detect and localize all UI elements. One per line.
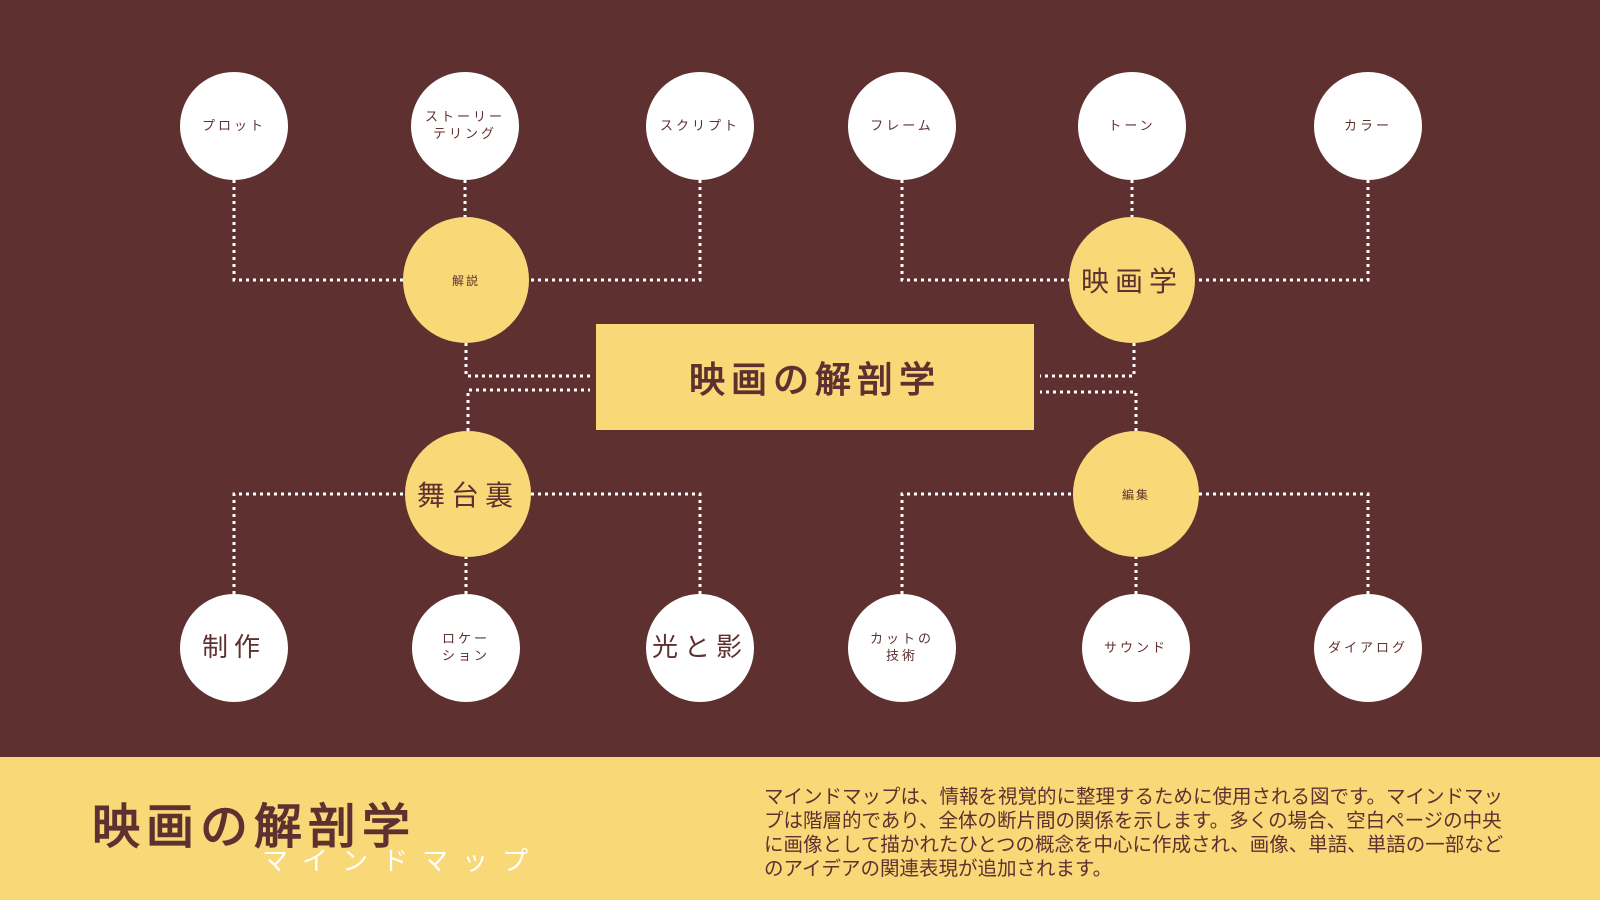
leaf-node-kaisetsu-2: ストーリー テリング <box>411 72 519 180</box>
connector-butaiura-3 <box>531 492 702 594</box>
connector-kaisetsu-1 <box>232 180 403 282</box>
leaf-node-henshu-1: カットの 技術 <box>848 594 956 702</box>
connector-center-henshu <box>1040 390 1138 431</box>
footer-subtitle: マインドマップ <box>262 847 543 877</box>
central-topic: 映画の解剖学 <box>596 324 1034 430</box>
connector-lines <box>232 180 1370 594</box>
branch-node-kaisetsu: 解説 <box>403 217 529 343</box>
leaf-node-henshu-2: サウンド <box>1082 594 1190 702</box>
leaf-node-kaisetsu-1: プロット <box>180 72 288 180</box>
connector-henshu-3 <box>1199 492 1370 594</box>
leaf-node-eigagaku-3: カラー <box>1314 72 1422 180</box>
leaf-node-butaiura-2: ロケー ション <box>412 594 520 702</box>
branch-node-henshu: 編集 <box>1073 431 1199 557</box>
connector-center-eigagaku <box>1040 343 1136 378</box>
footer-description: マインドマップは、情報を視覚的に整理するために使用される図です。マインドマップは… <box>764 785 1504 880</box>
branch-node-eigagaku: 映画学 <box>1069 217 1195 343</box>
leaf-node-henshu-3: ダイアログ <box>1314 594 1422 702</box>
connector-henshu-1 <box>900 492 1073 594</box>
connector-eigagaku-1 <box>900 180 1069 282</box>
connector-center-kaisetsu <box>464 343 590 378</box>
leaf-node-butaiura-3: 光と影 <box>646 594 754 702</box>
footer-title: 映画の解剖学 <box>92 799 417 855</box>
connector-kaisetsu-3 <box>529 180 702 282</box>
connector-eigagaku-3 <box>1195 180 1370 282</box>
branch-node-butaiura: 舞台裏 <box>405 431 531 557</box>
footer-panel: 映画の解剖学 マインドマップ マインドマップは、情報を視覚的に整理するために使用… <box>0 757 1600 900</box>
connector-center-butaiura <box>466 388 590 431</box>
leaf-node-eigagaku-1: フレーム <box>848 72 956 180</box>
leaf-node-butaiura-1: 制作 <box>180 594 288 702</box>
leaf-node-kaisetsu-3: スクリプト <box>646 72 754 180</box>
mind-map: 映画の解剖学 解説 プロット ストーリー テリング スクリプト映画学 フレーム トーン カラ… <box>180 72 1422 702</box>
connector-butaiura-1 <box>232 492 405 594</box>
leaf-node-eigagaku-2: トーン <box>1078 72 1186 180</box>
